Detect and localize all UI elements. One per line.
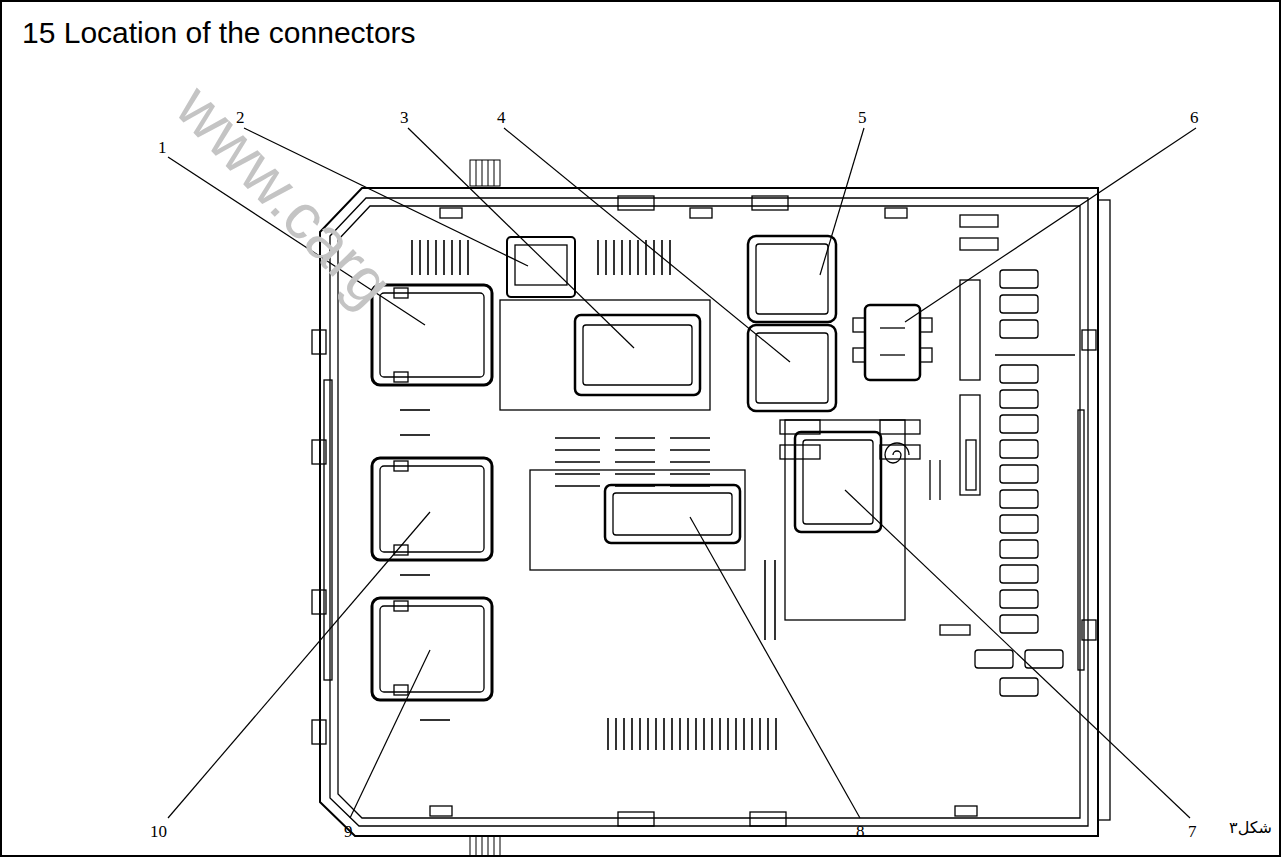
callout-number: 2 — [236, 108, 245, 128]
callout-number: 10 — [150, 822, 167, 842]
callout-number: 7 — [1188, 822, 1197, 842]
callout-number: 3 — [400, 108, 409, 128]
callout-number: 5 — [858, 108, 867, 128]
callout-number: 1 — [158, 138, 167, 158]
callout-number: 8 — [856, 822, 865, 842]
page-title: 15 Location of the connectors — [22, 16, 416, 50]
callout-number: 4 — [497, 108, 506, 128]
callout-number: 6 — [1190, 108, 1199, 128]
figure-caption: شکل۳ — [1229, 818, 1272, 837]
watermark-text: www.carg — [162, 70, 408, 321]
callout-number: 9 — [344, 822, 353, 842]
